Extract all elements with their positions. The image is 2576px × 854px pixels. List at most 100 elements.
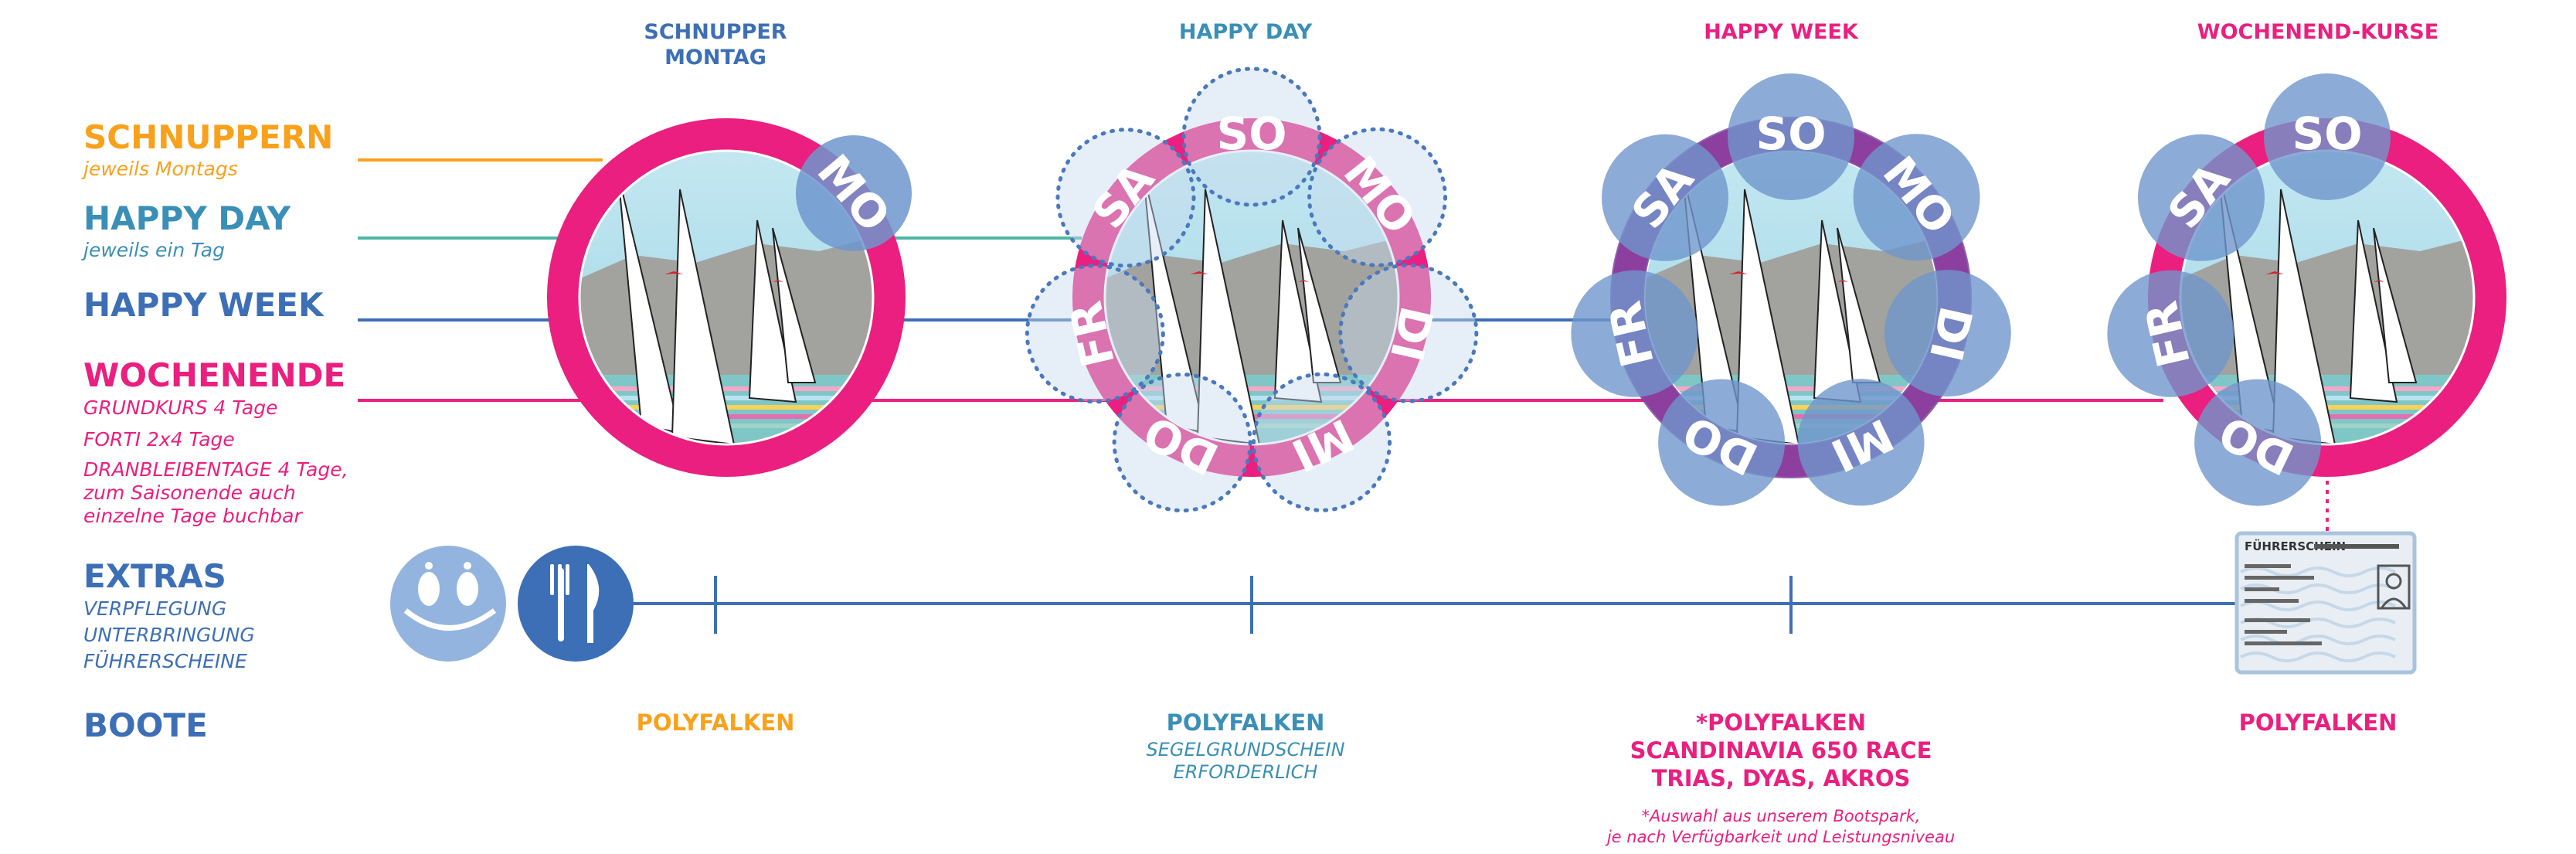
day-bubble-dotted bbox=[1055, 128, 1196, 268]
knife-shape bbox=[587, 564, 600, 643]
legend-happy-day-title: HAPPY DAY bbox=[83, 199, 291, 237]
licence-card-label: FÜHRERSCHEIN bbox=[2245, 539, 2346, 553]
boat-line: POLYFALKEN bbox=[2238, 709, 2398, 736]
column-title-line: HAPPY WEEK bbox=[1704, 20, 1858, 44]
column-title-wochenend-kurse: WOCHENEND-KURSE bbox=[2197, 19, 2438, 45]
day-bubble bbox=[1571, 270, 1698, 397]
legend-wochenende-line-3: DRANBLEIBENTAGE 4 Tage, bbox=[83, 458, 348, 481]
sail bbox=[1297, 227, 1342, 383]
day-label: SO bbox=[1216, 107, 1286, 160]
note-line: *Auswahl aus unserem Bootspark, bbox=[1641, 807, 1921, 825]
card-line bbox=[2314, 544, 2399, 549]
column-title-schnupper: SCHNUPPER MONTAG bbox=[644, 19, 787, 70]
card-line bbox=[2245, 587, 2279, 591]
card-wave bbox=[2240, 601, 2396, 611]
day-bubble bbox=[2107, 270, 2234, 397]
legend-extras-line-3: FÜHRERSCHEINE bbox=[83, 650, 247, 672]
sail bbox=[2349, 219, 2398, 403]
legend-happy-week-title: HAPPY WEEK bbox=[83, 286, 324, 324]
inner-border bbox=[578, 149, 875, 446]
note-line: je nach Verfügbarkeit und Leistungsnivea… bbox=[1606, 828, 1956, 846]
legend-happy-day-sub: jeweils ein Tag bbox=[83, 239, 225, 261]
day-bubble-dotted bbox=[1338, 263, 1479, 403]
fork-tine bbox=[550, 564, 554, 595]
day-bubble bbox=[1658, 379, 1786, 506]
driving-licence-card-icon: FÜHRERSCHEIN bbox=[2234, 531, 2417, 675]
fork-knife-icon bbox=[518, 546, 634, 662]
card-photo-body bbox=[2381, 597, 2407, 608]
day-label: DI bbox=[1919, 301, 1983, 366]
day-label: SO bbox=[2292, 107, 2362, 160]
boat-line: TRIAS, DYAS, AKROS bbox=[1651, 765, 1911, 791]
foot-shape bbox=[457, 572, 478, 606]
legend-schnuppern-title: SCHNUPPERN bbox=[83, 118, 334, 156]
sail bbox=[2373, 227, 2418, 383]
legend-extras-title: EXTRAS bbox=[83, 557, 226, 595]
column-title-line: SCHNUPPER bbox=[644, 20, 787, 44]
boats-schnupper: POLYFALKEN bbox=[637, 709, 795, 737]
day-bubble-dotted bbox=[1252, 372, 1392, 512]
day-bubble-dotted bbox=[1025, 264, 1165, 404]
boats-happy-week-note: *Auswahl aus unserem Bootspark, je nach … bbox=[1607, 806, 1955, 848]
wave-stripe bbox=[1644, 396, 1938, 400]
legend-wochenende-line-2: FORTI 2x4 Tage bbox=[83, 428, 235, 451]
toe-shape bbox=[425, 562, 433, 570]
sail-logo bbox=[1837, 280, 1848, 282]
sail bbox=[1273, 219, 1323, 403]
legend-wochenende-line-4: zum Saisonende auch bbox=[83, 481, 296, 504]
sail bbox=[671, 189, 736, 444]
sail bbox=[748, 219, 797, 403]
day-bubble-dotted bbox=[1181, 66, 1322, 207]
card-photo-frame bbox=[2377, 564, 2411, 610]
day-bubble bbox=[1601, 134, 1728, 261]
card-wave bbox=[2240, 635, 2396, 645]
legend-extras-line-1: VERPFLEGUNG bbox=[83, 597, 227, 620]
wave-stripe bbox=[1105, 396, 1398, 400]
legend-wochenende-line-5: einzelne Tage buchbar bbox=[83, 505, 302, 527]
column-title-line: HAPPY DAY bbox=[1178, 20, 1313, 44]
sail-logo bbox=[773, 280, 783, 282]
boat-requirement-line: ERFORDERLICH bbox=[1173, 761, 1318, 783]
column-title-line: WOCHENEND-KURSE bbox=[2197, 20, 2439, 44]
fork-tine bbox=[566, 564, 569, 595]
boat-requirement-line: SEGELGRUNDSCHEIN bbox=[1146, 739, 1345, 760]
legend-wochenende-title: WOCHENENDE bbox=[83, 356, 346, 394]
sail-logo bbox=[664, 271, 683, 274]
wave-stripe bbox=[579, 396, 873, 400]
day-bubble bbox=[2137, 134, 2265, 261]
boats-wochenend-kurse: POLYFALKEN bbox=[2239, 709, 2398, 737]
day-bubble bbox=[1797, 379, 1925, 506]
legend-boote-title: BOOTE bbox=[83, 706, 208, 744]
card-line bbox=[2245, 618, 2310, 622]
foot-shape bbox=[418, 572, 440, 606]
boat-line: SCANDINAVIA 650 RACE bbox=[1630, 737, 1932, 764]
boats-happy-day-requirement: SEGELGRUNDSCHEIN ERFORDERLICH bbox=[1146, 739, 1344, 784]
sail-logo bbox=[1298, 280, 1309, 282]
legend-extras-line-2: UNTERBRINGUNG bbox=[83, 624, 255, 646]
extras-row: FÜHRERSCHEIN bbox=[390, 471, 2417, 675]
boats-happy-week: *POLYFALKEN SCANDINAVIA 650 RACE TRIAS, … bbox=[1630, 709, 1932, 792]
day-bubble bbox=[1884, 270, 2011, 397]
wave-stripe bbox=[579, 386, 873, 391]
card-photo-head bbox=[2385, 573, 2402, 590]
boat-line: POLYFALKEN bbox=[636, 709, 795, 736]
day-label: DI bbox=[1380, 301, 1443, 366]
card-wave bbox=[2240, 652, 2396, 662]
day-bubble bbox=[2194, 379, 2322, 506]
sail-logo bbox=[2374, 280, 2384, 282]
column-title-happy-day: HAPPY DAY bbox=[1179, 19, 1312, 45]
sail-logo bbox=[1729, 271, 1748, 274]
day-bubble-dotted bbox=[1307, 127, 1448, 267]
column-title-line: MONTAG bbox=[664, 46, 766, 70]
boat-line: *POLYFALKEN bbox=[1695, 709, 1866, 736]
sail-logo bbox=[1190, 271, 1208, 274]
boat-line: POLYFALKEN bbox=[1166, 709, 1325, 736]
day-bubble-dotted bbox=[1112, 373, 1252, 513]
day-label: SO bbox=[1755, 107, 1826, 160]
wave-stripe bbox=[1644, 386, 1938, 391]
legend-schnuppern-sub: jeweils Montags bbox=[83, 158, 238, 180]
card-line bbox=[2245, 630, 2287, 634]
